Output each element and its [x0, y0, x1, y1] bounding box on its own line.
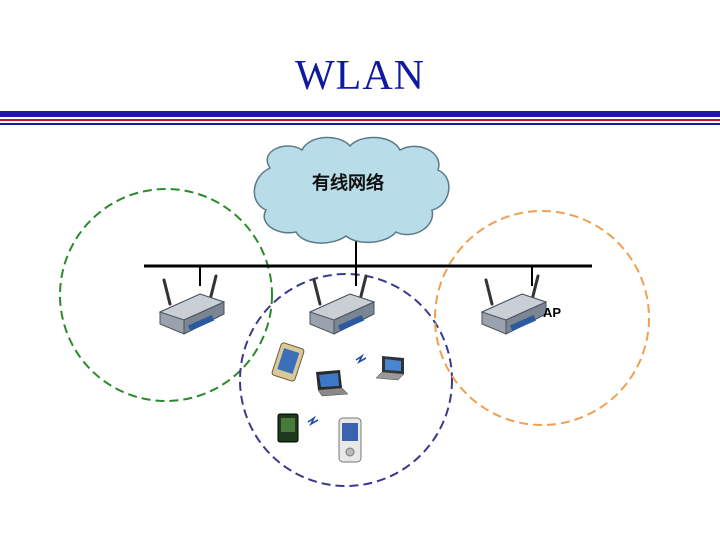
laptop-icon — [375, 356, 405, 381]
wireless-signal-icon — [307, 417, 319, 425]
tablet-icon — [271, 342, 305, 382]
wired-network-cloud: 有线网络 — [253, 136, 450, 244]
wireless-signal-icon — [355, 355, 367, 363]
cloud-label: 有线网络 — [312, 172, 384, 194]
title-rule-blue — [0, 111, 720, 117]
title-rule-blue-thin — [0, 123, 720, 125]
access-point-icon — [480, 274, 548, 336]
title-rule-red — [0, 119, 720, 121]
ap-label: AP — [543, 305, 561, 320]
coverage-area-left — [59, 188, 273, 402]
laptop-icon — [316, 370, 349, 397]
access-point-icon — [308, 274, 376, 336]
pda-icon — [277, 413, 299, 443]
slide-title: WLAN — [295, 53, 425, 99]
coverage-area-right — [434, 210, 650, 426]
access-point-icon — [158, 274, 226, 336]
smartphone-icon — [338, 417, 362, 463]
coverage-area-middle — [239, 273, 453, 487]
